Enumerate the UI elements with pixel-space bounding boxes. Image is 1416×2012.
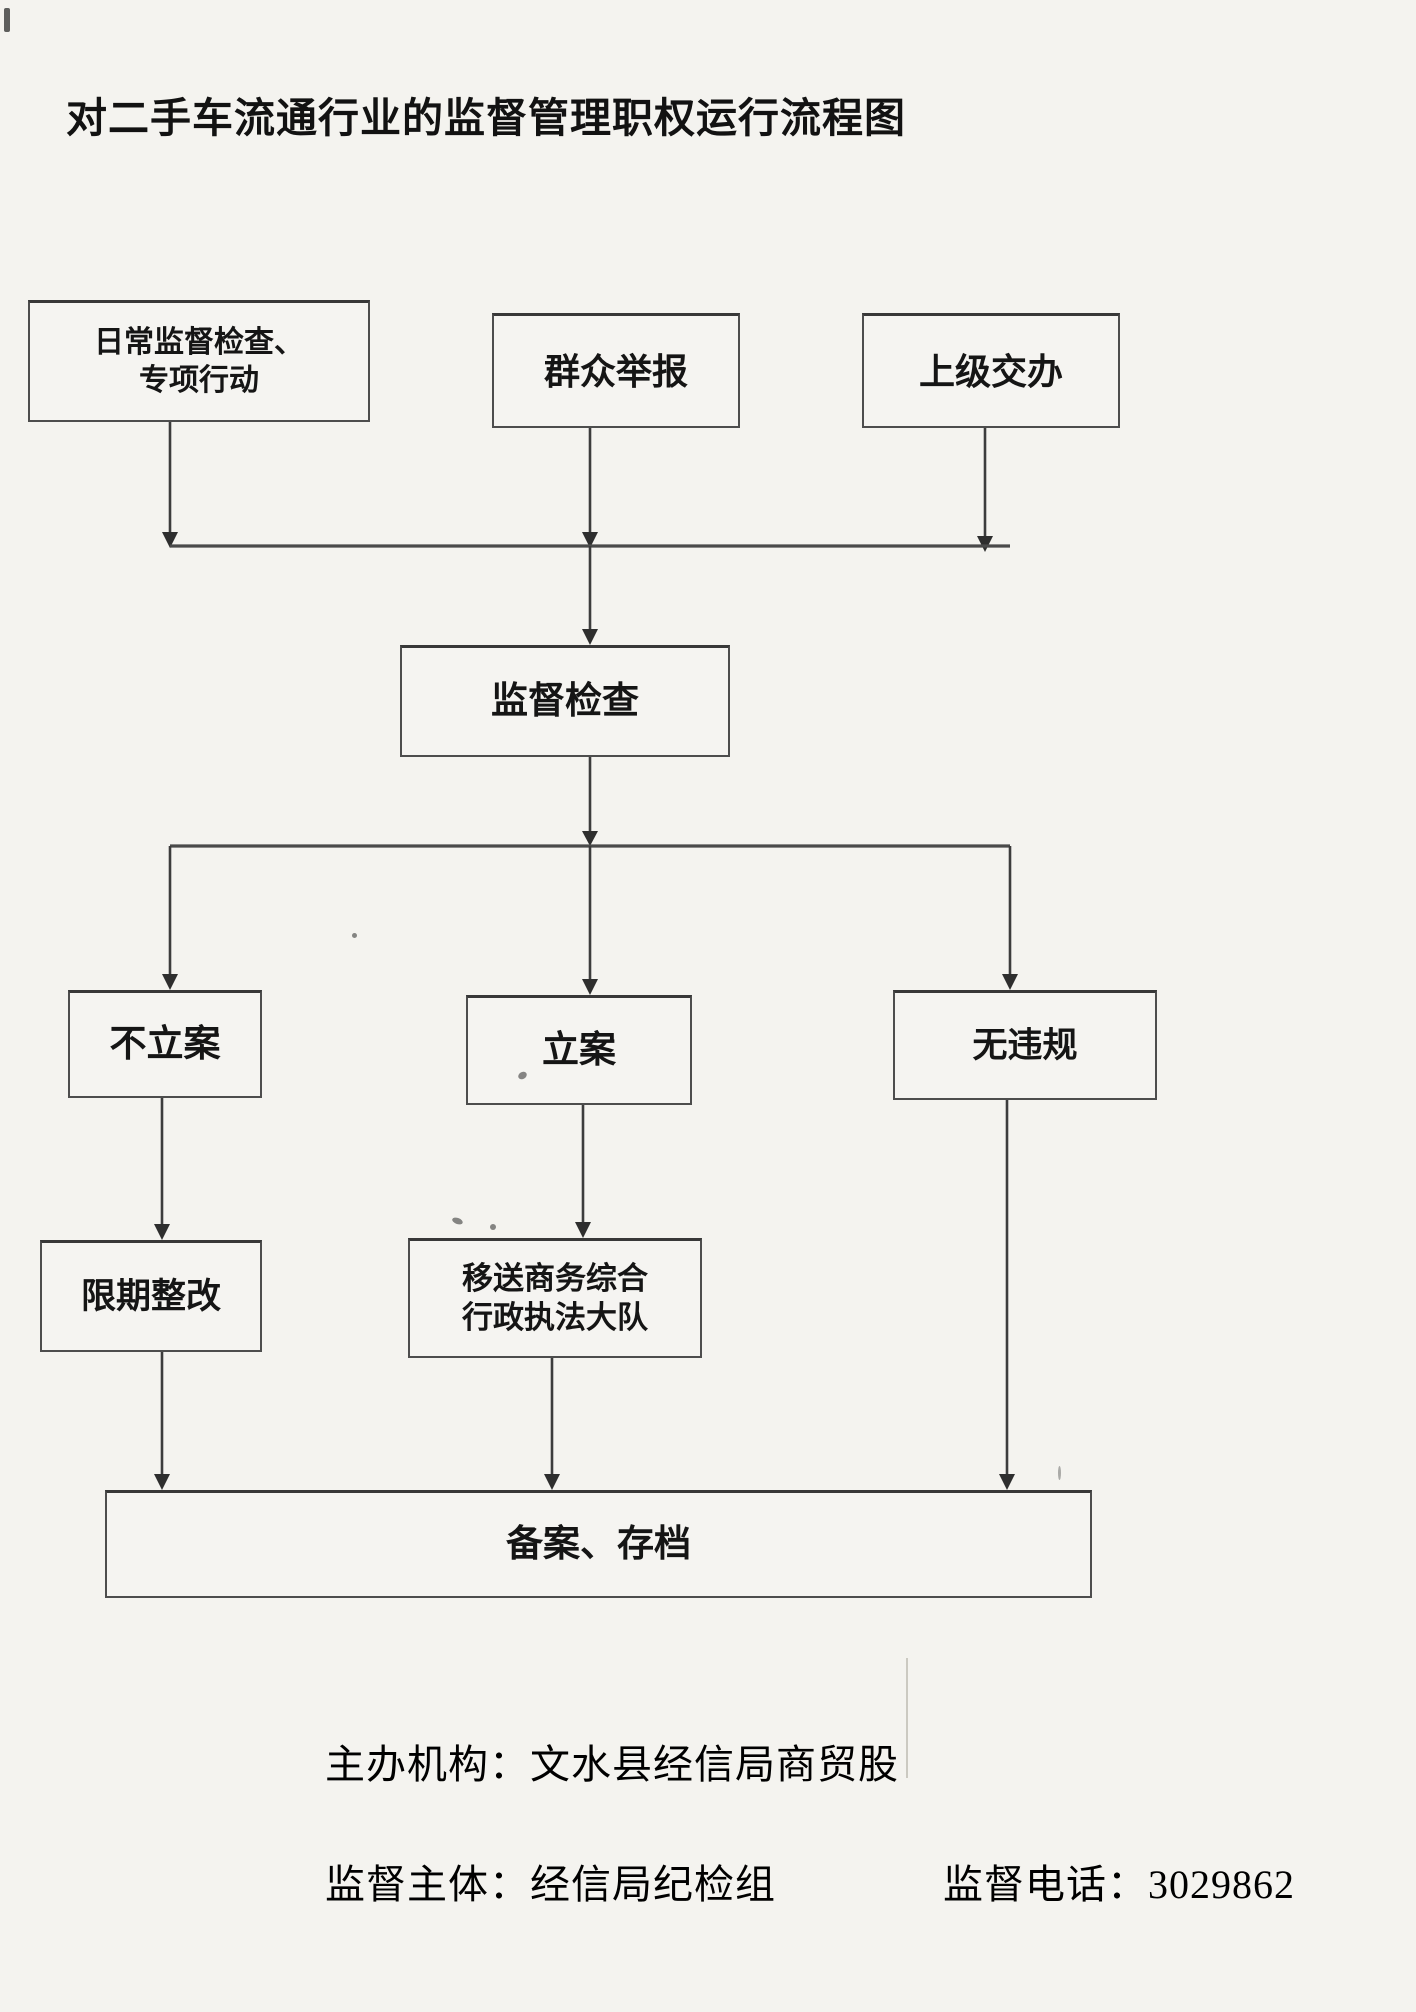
node-daily-supervision-line2: 专项行动 [139, 363, 259, 397]
scan-artifact [490, 1224, 496, 1230]
node-case-filed: 立案 [466, 995, 692, 1105]
node-public-report: 群众举报 [492, 313, 740, 428]
node-transfer-enforcement-line2: 行政执法大队 [462, 1299, 648, 1335]
footer-organizer: 主办机构：文水县经信局商贸股 [325, 1742, 899, 1787]
node-supervision-inspection: 监督检查 [400, 645, 730, 757]
node-daily-supervision: 日常监督检查、 专项行动 [28, 300, 370, 422]
scan-artifact [451, 1216, 464, 1226]
node-transfer-enforcement: 移送商务综合 行政执法大队 [408, 1238, 702, 1358]
node-rectification-deadline-label: 限期整改 [80, 1276, 221, 1316]
node-case-filed-label: 立案 [542, 1029, 616, 1071]
node-no-case-filed-label: 不立案 [109, 1023, 221, 1065]
node-filing-archive: 备案、存档 [105, 1490, 1092, 1598]
node-transfer-enforcement-line1: 移送商务综合 [462, 1260, 648, 1296]
page-title: 对二手车流通行业的监督管理职权运行流程图 [66, 95, 906, 141]
node-public-report-label: 群众举报 [543, 350, 688, 392]
node-no-case-filed: 不立案 [68, 990, 262, 1098]
footer-supervisor: 监督主体：经信局纪检组 [325, 1862, 776, 1907]
node-filing-archive-label: 备案、存档 [506, 1523, 691, 1565]
node-superior-assignment-label: 上级交办 [918, 350, 1063, 392]
node-rectification-deadline: 限期整改 [40, 1240, 262, 1352]
footer-phone: 监督电话：3029862 [943, 1862, 1295, 1907]
scan-artifact [352, 933, 357, 938]
node-superior-assignment: 上级交办 [862, 313, 1120, 428]
node-no-violation-label: 无违规 [972, 1025, 1078, 1065]
node-no-violation: 无违规 [893, 990, 1157, 1100]
node-daily-supervision-line1: 日常监督检查、 [94, 326, 304, 359]
scan-artifact [1058, 1466, 1061, 1480]
scan-paper-edge [906, 1658, 908, 1778]
node-supervision-inspection-label: 监督检查 [491, 680, 639, 722]
scan-artifact [4, 8, 10, 32]
